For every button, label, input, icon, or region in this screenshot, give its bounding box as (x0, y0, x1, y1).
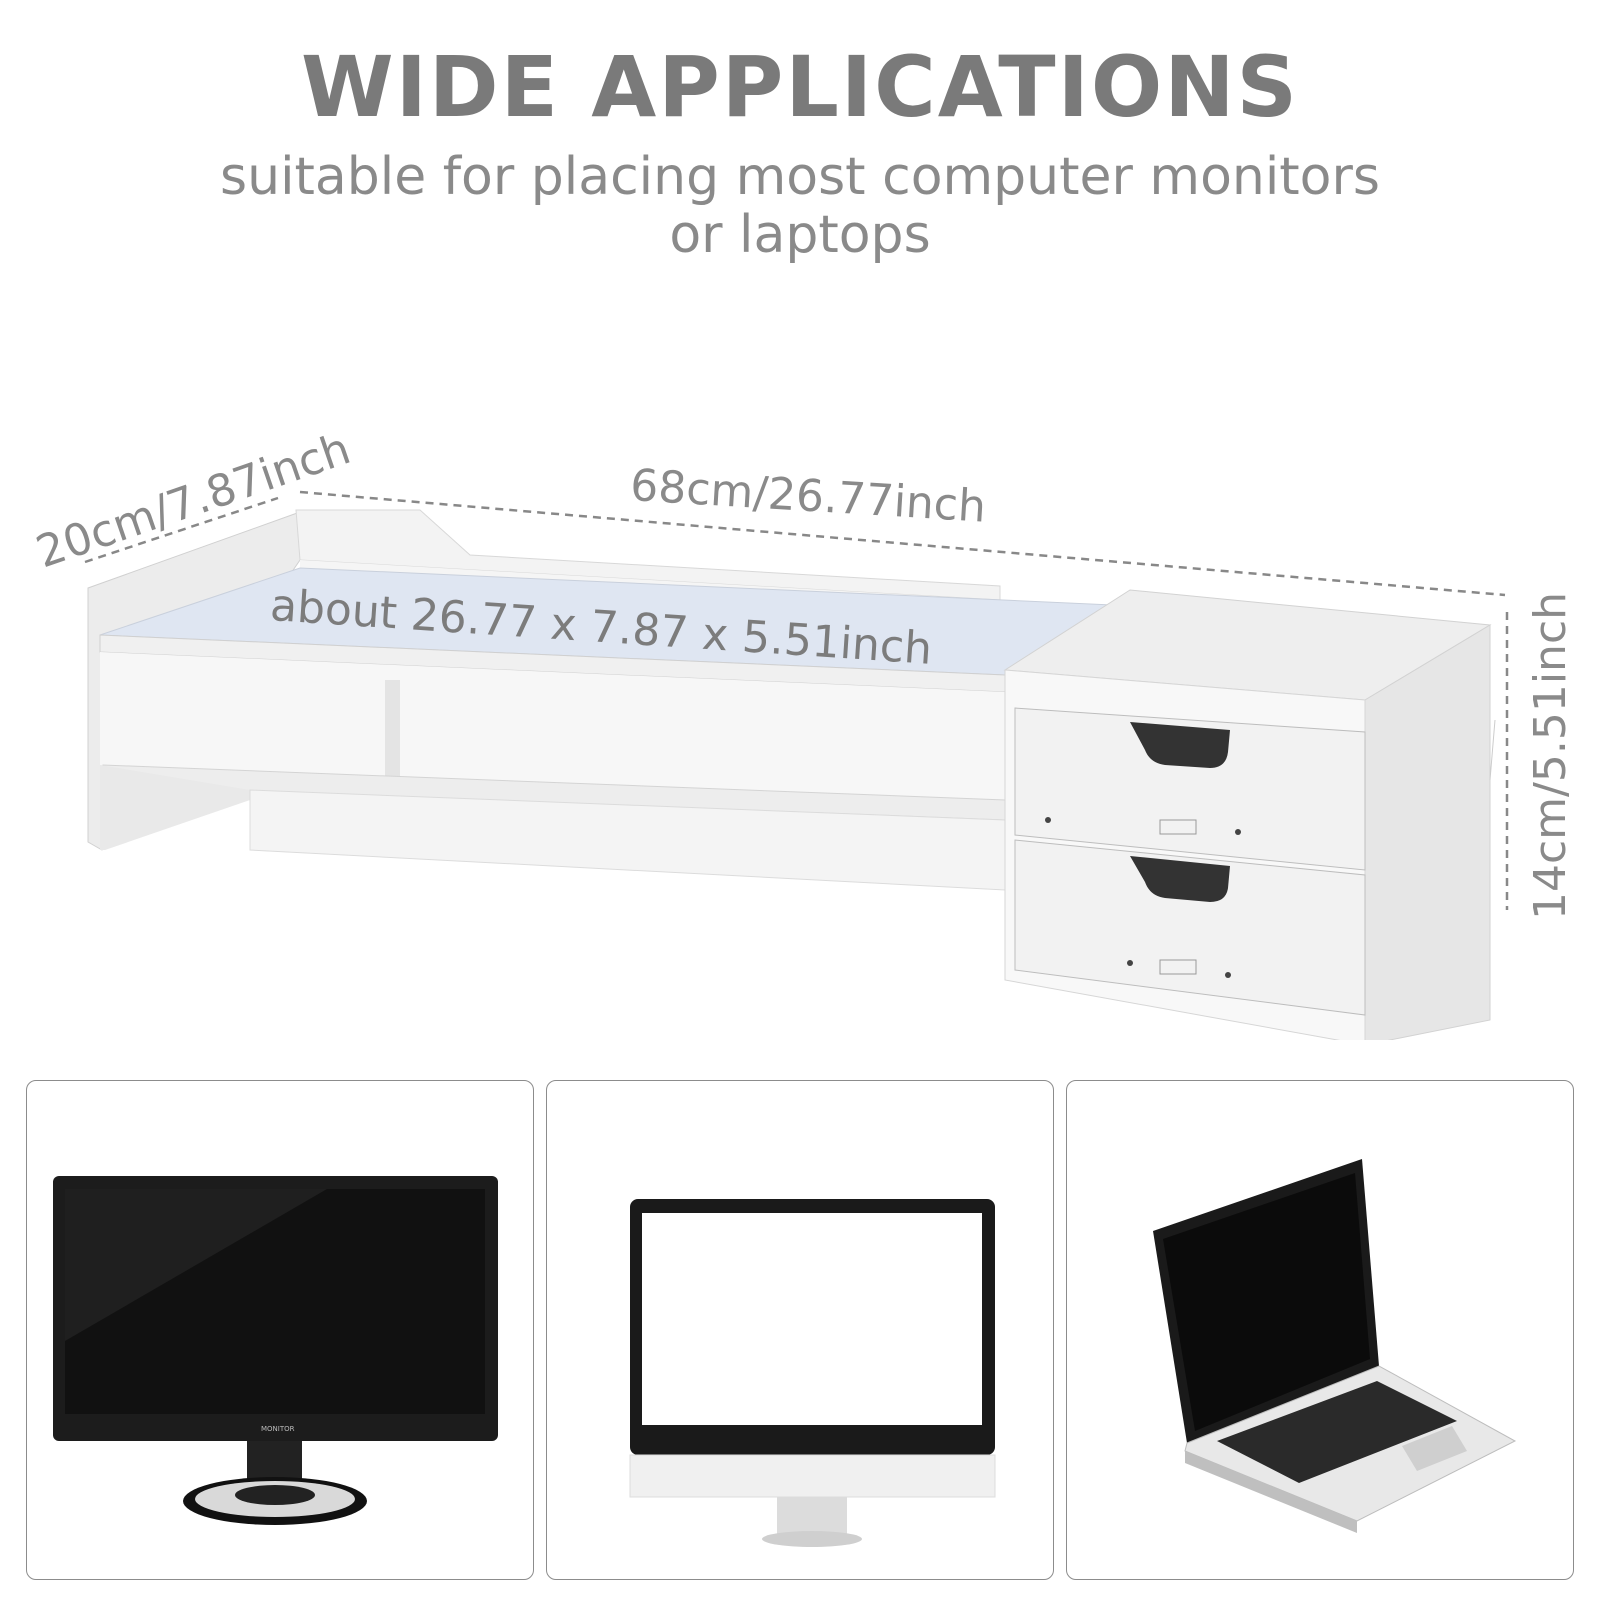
subtitle-line-2: or laptops (669, 205, 931, 265)
all-in-one-drawing (629, 1199, 996, 1547)
laptop-drawing (1153, 1159, 1517, 1533)
monitor-drawing: MONITOR (53, 1176, 498, 1525)
monitor-brand-label: MONITOR (261, 1425, 295, 1433)
monitor-panel: MONITOR (26, 1080, 534, 1580)
page-subtitle: suitable for placing most computer monit… (200, 148, 1400, 264)
laptop-panel (1066, 1080, 1574, 1580)
page-title: WIDE APPLICATIONS (300, 38, 1300, 136)
all-in-one-panel (546, 1080, 1054, 1580)
monitor-stand-drawing (84, 490, 1509, 1046)
monitor-stand-illustration: 20cm/7.87inch 68cm/26.77inch 14cm/5.51in… (0, 380, 1600, 1046)
height-dimension-label: 14cm/5.51inch (1525, 591, 1576, 920)
subtitle-line-1: suitable for placing most computer monit… (220, 147, 1380, 207)
